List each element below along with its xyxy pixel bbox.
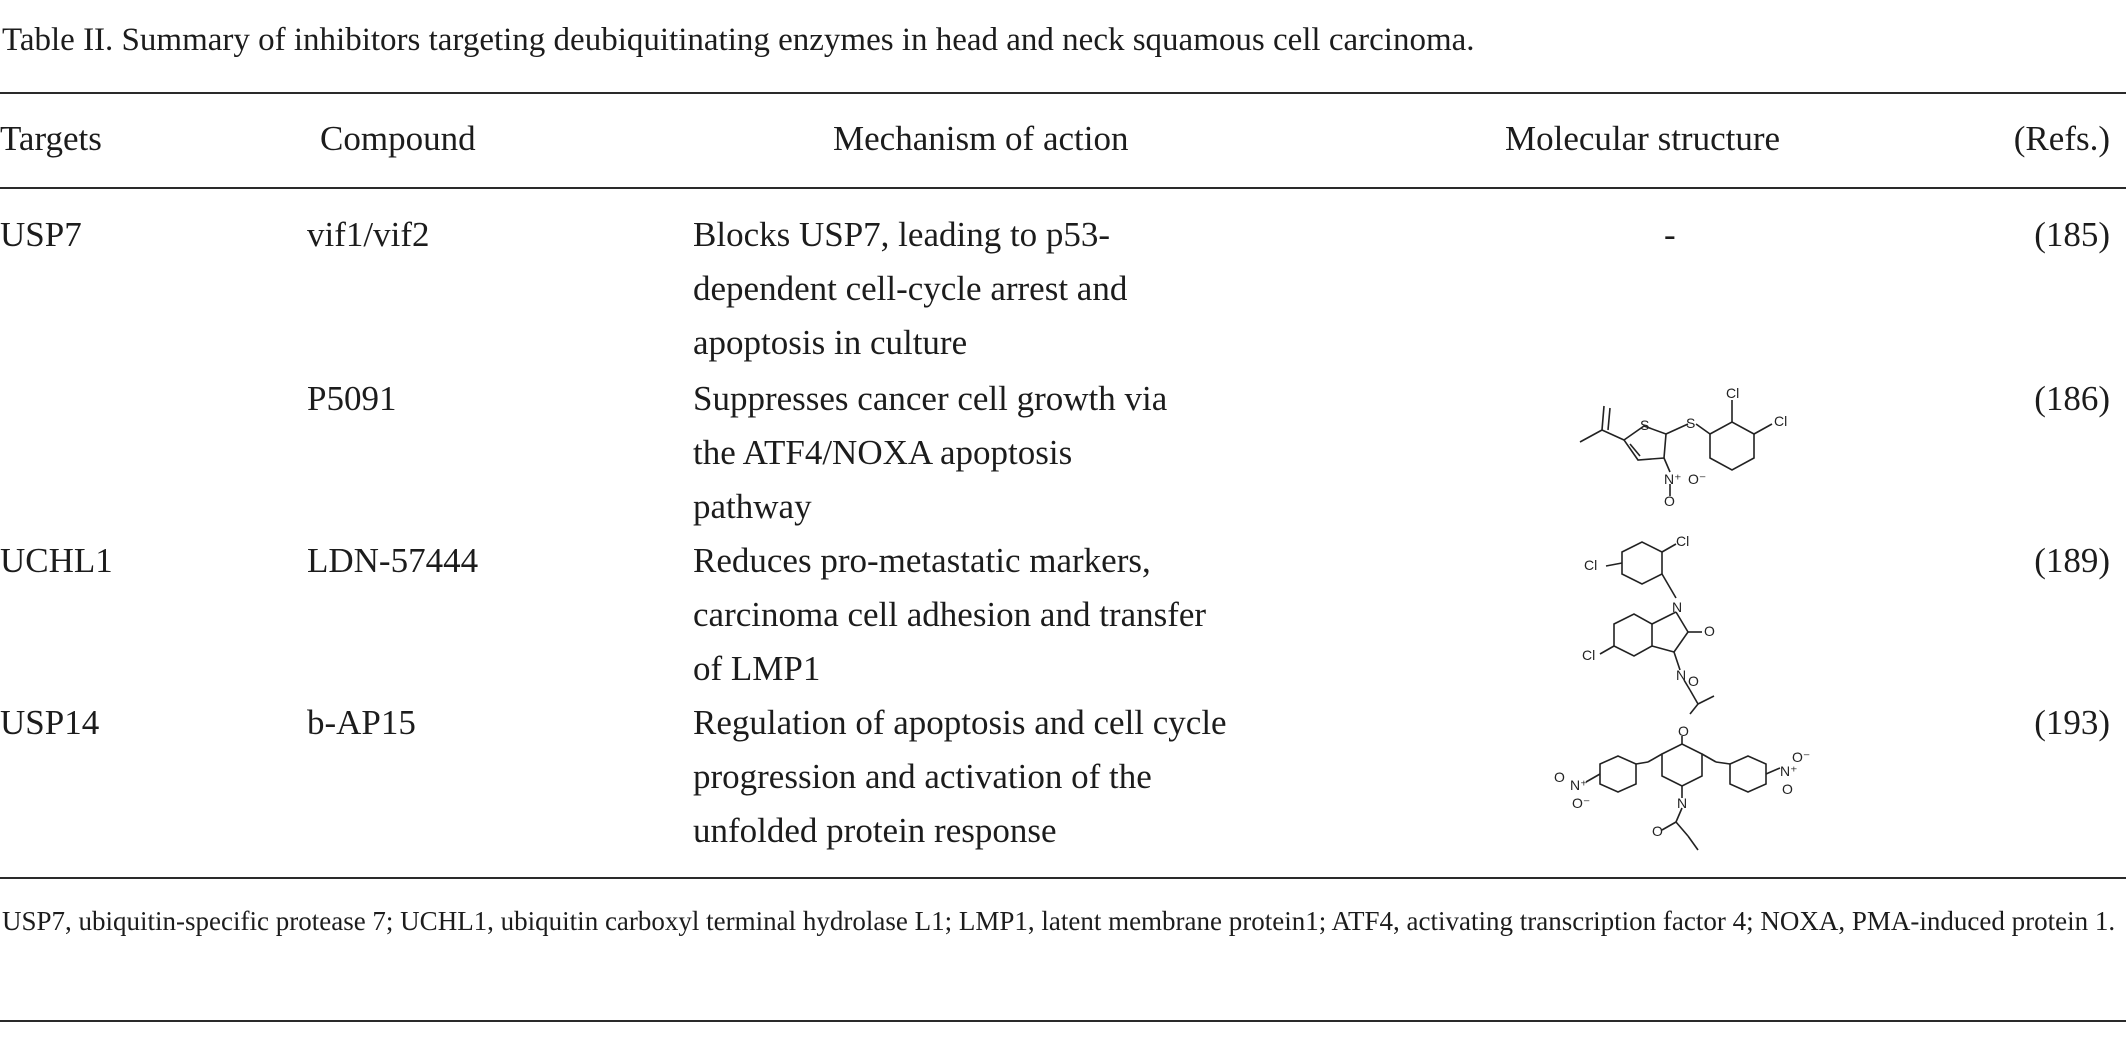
table-caption: Table II. Summary of inhibitors targetin… [2,22,1475,58]
row-uchl1-ref: (189) [2034,541,2110,580]
row-p5091-molecular-structure: S S Cl Cl N⁺ O⁻ O [1570,378,1810,508]
bap15-atom-o2: O [1652,823,1663,839]
bap15-atom-n3: N⁺ [1780,763,1798,779]
header-divider-rule [0,187,2126,189]
bap15-atom-o1: O [1678,726,1689,739]
row-usp7-compound: vif1/vif2 [307,215,430,254]
row-p5091-mechanism-line-2: the ATF4/NOXA apoptosis [693,433,1073,472]
row-usp7-mechanism-line-3: apoptosis in culture [693,323,968,362]
header-mechanism: Mechanism of action [833,119,1129,158]
bap15-atom-o4: O⁻ [1572,795,1590,811]
header-compound: Compound [320,119,476,158]
ldn-atom-n2: N [1676,667,1686,683]
row-uchl1-mechanism-line-2: carcinoma cell adhesion and transfer [693,595,1207,634]
row-p5091-mechanism-line-3: pathway [693,487,812,526]
row-p5091-ref: (186) [2034,379,2110,418]
row-usp14-mechanism-line-3: unfolded protein response [693,811,1057,850]
row-p5091-mechanism-line-1: Suppresses cancer cell growth via [693,379,1168,418]
ldn-atom-cl3: Cl [1582,647,1595,663]
row-usp14-molecular-structure: O N O N⁺ O N⁺ O⁻ O⁻ O [1552,726,1812,856]
p5091-atom-o1: O⁻ [1688,471,1706,487]
table-bottom-rule [0,877,2126,879]
row-usp14-target: USP14 [0,703,100,742]
p5091-atom-n: N⁺ [1664,471,1682,487]
bap15-atom-n1: N [1677,795,1687,811]
row-p5091-compound: P5091 [307,379,397,418]
table-footnote: USP7, ubiquitin-specific protease 7; UCH… [2,906,2116,936]
p5091-atom-cl2: Cl [1774,413,1787,429]
row-usp7-ref: (185) [2034,215,2110,254]
bap15-atom-o5: O⁻ [1792,749,1810,765]
row-usp14-mechanism-line-2: progression and activation of the [693,757,1152,796]
header-molecular-structure: Molecular structure [1505,119,1781,158]
bap15-atom-o3: O [1554,769,1565,785]
p5091-atom-o2: O [1664,493,1675,508]
row-uchl1-compound: LDN-57444 [307,541,479,580]
p5091-atom-s2: S [1686,415,1695,431]
ldn-atom-cl2: Cl [1676,536,1689,549]
row-uchl1-target: UCHL1 [0,541,113,580]
footnote-end-rule [0,1020,2126,1022]
row-usp7-target: USP7 [0,215,82,254]
row-usp14-compound: b-AP15 [307,703,416,742]
row-uchl1-mechanism-line-1: Reduces pro-metastatic markers, [693,541,1151,580]
table-top-rule [0,92,2126,94]
ldn-atom-n1: N [1672,599,1682,615]
p5091-atom-cl1: Cl [1726,385,1739,401]
bap15-atom-o6: O [1782,781,1793,797]
row-usp14-mechanism-line-1: Regulation of apoptosis and cell cycle [693,703,1227,742]
row-uchl1-molecular-structure: Cl Cl Cl N O N O [1580,536,1740,716]
bap15-atom-n2: N⁺ [1570,777,1588,793]
row-uchl1-mechanism-line-3: of LMP1 [693,649,821,688]
row-usp7-mechanism-line-1: Blocks USP7, leading to p53- [693,215,1111,254]
ldn-atom-o2: O [1688,673,1699,689]
header-refs: (Refs.) [2013,119,2110,158]
row-usp7-mechanism-line-2: dependent cell-cycle arrest and [693,269,1128,308]
ldn-atom-cl1: Cl [1584,557,1597,573]
row-usp14-ref: (193) [2034,703,2110,742]
header-targets: Targets [0,119,102,158]
ldn-atom-o1: O [1704,623,1715,639]
row-usp7-structure-placeholder: - [1664,215,1676,254]
p5091-atom-s1: S [1640,417,1649,433]
